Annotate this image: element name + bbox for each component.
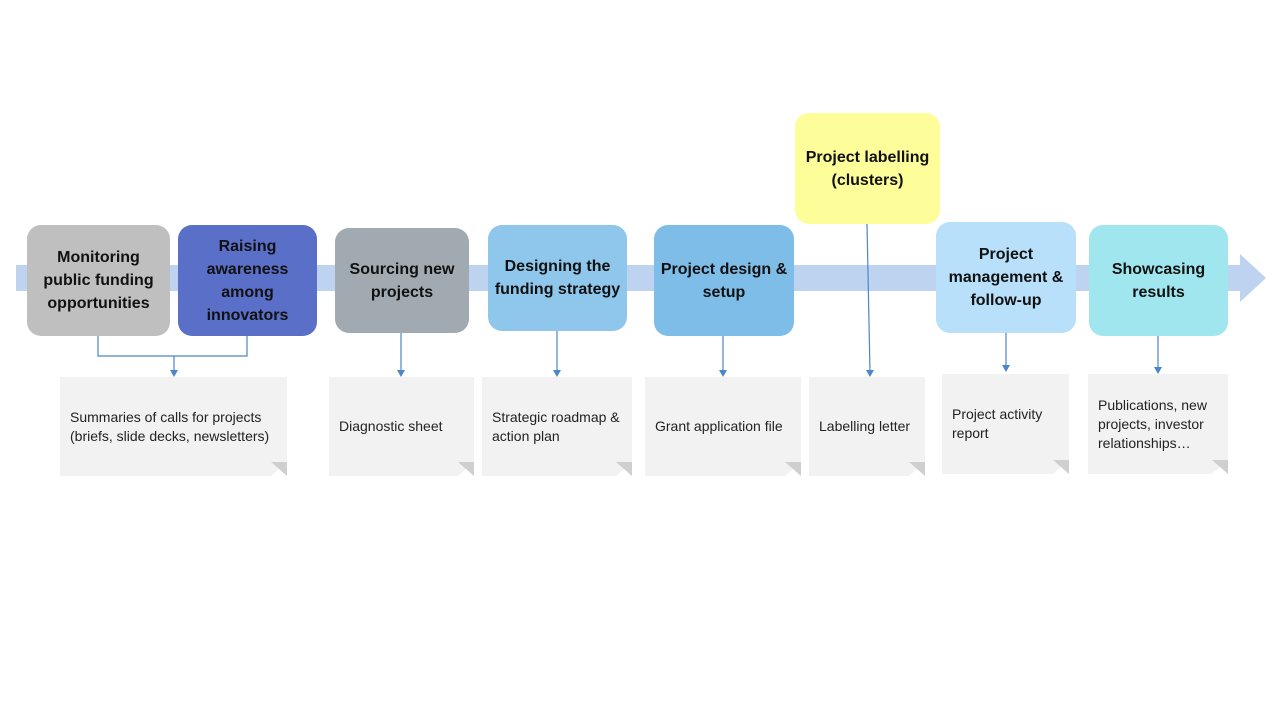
note-roadmap-text: Strategic roadmap & action plan	[492, 408, 620, 444]
step-designing-strategy: Designing the funding strategy	[488, 225, 627, 331]
note-roadmap: Strategic roadmap & action plan	[482, 377, 632, 476]
page-curl-shadow	[785, 462, 801, 476]
note-publications-text: Publications, new projects, investor rel…	[1098, 396, 1207, 451]
page-curl-shadow	[271, 462, 287, 476]
connector-raising	[174, 336, 248, 357]
step-monitoring: Monitoring public funding opportunities	[27, 225, 170, 336]
step-raising-awareness: Raising awareness among innovators	[178, 225, 317, 336]
note-grant-text: Grant application file	[655, 418, 783, 434]
connector-monitoring	[97, 336, 174, 357]
note-diagnostic-text: Diagnostic sheet	[339, 418, 443, 434]
step-sourcing: Sourcing new projects	[335, 228, 469, 333]
note-summaries: Summaries of calls for projects (briefs,…	[60, 377, 287, 476]
note-summaries-text: Summaries of calls for projects (briefs,…	[70, 408, 270, 444]
step-project-design: Project design & setup	[654, 225, 794, 336]
note-report-text: Project activity report	[952, 406, 1043, 441]
timeline-arrowhead	[1240, 254, 1266, 302]
page-curl-shadow	[1053, 460, 1069, 474]
page-curl-shadow	[1212, 460, 1228, 474]
note-letter: Labelling letter	[809, 377, 925, 476]
note-publications: Publications, new projects, investor rel…	[1088, 374, 1228, 474]
step-project-management: Project management & follow-up	[936, 222, 1076, 333]
page-curl-shadow	[909, 462, 925, 476]
note-report: Project activity report	[942, 374, 1069, 474]
page-curl-shadow	[458, 462, 474, 476]
note-letter-text: Labelling letter	[819, 418, 911, 434]
connector-letter	[866, 223, 871, 373]
note-diagnostic: Diagnostic sheet	[329, 377, 474, 476]
step-project-labelling: Project labelling (clusters)	[795, 113, 940, 224]
step-showcasing: Showcasing results	[1089, 225, 1228, 336]
page-curl-shadow	[616, 462, 632, 476]
note-grant: Grant application file	[645, 377, 801, 476]
